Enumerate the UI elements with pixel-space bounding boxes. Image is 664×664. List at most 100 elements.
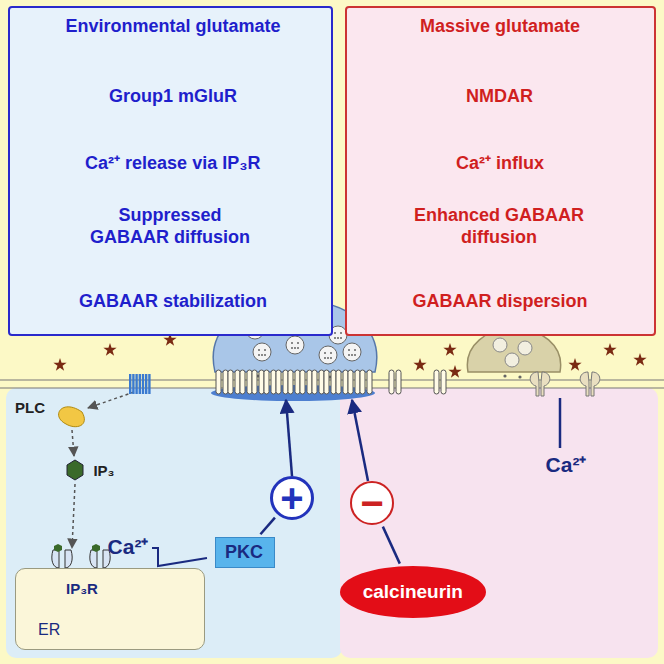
tm-helix bbox=[132, 374, 134, 394]
gabaa-receptor bbox=[228, 370, 240, 394]
flow-step: Ca²⁺ influx bbox=[453, 152, 547, 176]
node-text: GABAAR stabilization bbox=[78, 291, 268, 313]
gabaa-receptor bbox=[216, 370, 228, 394]
receptor-subunit bbox=[247, 370, 252, 394]
flow-step: Massive glutamate bbox=[417, 15, 583, 39]
mglur-region bbox=[6, 388, 342, 658]
gabaa-receptor bbox=[264, 370, 276, 394]
node-text: Environmental glutamate bbox=[64, 16, 281, 38]
gabaa-receptor bbox=[312, 370, 324, 394]
part-label: IP₃ bbox=[93, 462, 114, 479]
suppress-arrow bbox=[352, 400, 368, 481]
flow-step: Enhanced GABAAR diffusion bbox=[399, 204, 599, 249]
vesicle bbox=[505, 353, 519, 367]
receptor-subunit bbox=[228, 370, 233, 394]
glutamate-star bbox=[413, 358, 426, 371]
node-text: Ca²⁺ influx bbox=[455, 153, 545, 175]
ip3r-channel bbox=[52, 544, 72, 568]
glutamate-star bbox=[443, 343, 456, 356]
flow-step: GABAAR stabilization bbox=[76, 290, 270, 314]
receptor-subunit bbox=[331, 370, 336, 394]
nmdar-symbol bbox=[580, 372, 600, 396]
plc-enzyme bbox=[59, 407, 85, 427]
kinase-box: PKC bbox=[215, 537, 275, 568]
transmitter-dot bbox=[518, 375, 521, 378]
connector bbox=[383, 527, 400, 564]
tm-helix bbox=[139, 374, 141, 394]
nmdar-panel: Massive glutamateNMDAR Ca²⁺ influxEnhance… bbox=[345, 6, 656, 336]
connector bbox=[260, 518, 274, 535]
part-label: PLC bbox=[15, 399, 45, 416]
node-text: Enhanced GABAAR diffusion bbox=[401, 205, 597, 248]
vesicle bbox=[319, 346, 337, 364]
glutamate-star bbox=[568, 358, 581, 371]
flow-step: Environmental glutamate bbox=[62, 15, 283, 39]
receptor-subunit bbox=[389, 370, 394, 394]
ip3r-channel bbox=[90, 544, 110, 568]
vesicle bbox=[493, 338, 507, 352]
vesicle bbox=[343, 343, 361, 361]
gabaa-receptor bbox=[389, 370, 401, 394]
gabaa-receptor bbox=[288, 370, 300, 394]
receptor-subunit bbox=[441, 370, 446, 394]
gabaa-receptor bbox=[252, 370, 264, 394]
phosphatase-ellipse: calcineurin bbox=[340, 566, 486, 618]
promote-circle: + bbox=[270, 476, 314, 520]
receptor-subunit bbox=[276, 370, 281, 394]
ca-leader bbox=[152, 548, 207, 566]
node-text: ER bbox=[38, 621, 204, 639]
signal-arrow bbox=[72, 484, 75, 548]
node-text: NMDAR bbox=[466, 86, 534, 108]
tm-helix bbox=[142, 374, 144, 394]
glutamate-star bbox=[53, 358, 66, 371]
part-label: Ca²⁺ bbox=[546, 450, 587, 478]
glutamate-star bbox=[603, 343, 616, 356]
node-text: PKC bbox=[225, 542, 265, 563]
receptor-subunit bbox=[336, 370, 341, 394]
vesicle bbox=[253, 343, 271, 361]
receptor-subunit bbox=[283, 370, 288, 394]
receptor-subunit bbox=[324, 370, 329, 394]
receptor-subunit bbox=[252, 370, 257, 394]
gabaa-receptor bbox=[276, 370, 288, 394]
receptor-subunit bbox=[307, 370, 312, 394]
mglur-symbol bbox=[129, 374, 151, 394]
suppress-circle: − bbox=[350, 481, 394, 525]
gabaa-receptor bbox=[240, 370, 252, 394]
nmdar-half bbox=[591, 372, 600, 396]
ca-influx-line bbox=[559, 398, 562, 448]
vesicle bbox=[286, 336, 304, 354]
gabaa-receptor bbox=[300, 370, 312, 394]
gabaa-receptor bbox=[348, 370, 360, 394]
node-text: Group1 mGluR bbox=[108, 86, 238, 108]
gabaa-receptor bbox=[324, 370, 336, 394]
vesicle bbox=[518, 341, 532, 355]
node-text: calcineurin bbox=[362, 581, 464, 603]
receptor-subunit bbox=[216, 370, 221, 394]
promote-arrow bbox=[286, 400, 292, 476]
receptor-subunit bbox=[295, 370, 300, 394]
transmitter-dot bbox=[503, 374, 506, 377]
receptor-subunit bbox=[355, 370, 360, 394]
tm-helix bbox=[148, 374, 150, 394]
receptor-subunit bbox=[235, 370, 240, 394]
receptor-subunit bbox=[264, 370, 269, 394]
flow-step: GABAAR dispersion bbox=[409, 290, 590, 314]
receptor-subunit bbox=[343, 370, 348, 394]
receptor-subunit bbox=[319, 370, 324, 394]
flow-step: Suppressed GABAAR diffusion bbox=[75, 204, 265, 249]
nmdar-half bbox=[530, 372, 539, 396]
receptor-subunit bbox=[300, 370, 305, 394]
receptor-subunit bbox=[396, 370, 401, 394]
receptor-subunit bbox=[360, 370, 365, 394]
signal-arrow bbox=[88, 392, 134, 408]
part-label: IP₃R bbox=[66, 580, 98, 597]
receptor-subunit bbox=[288, 370, 293, 394]
receptor-subunit bbox=[348, 370, 353, 394]
nmdar-half bbox=[580, 372, 589, 396]
nmdar-region bbox=[340, 388, 658, 658]
glutamate-star bbox=[103, 343, 116, 356]
glutamate-star bbox=[633, 353, 646, 366]
